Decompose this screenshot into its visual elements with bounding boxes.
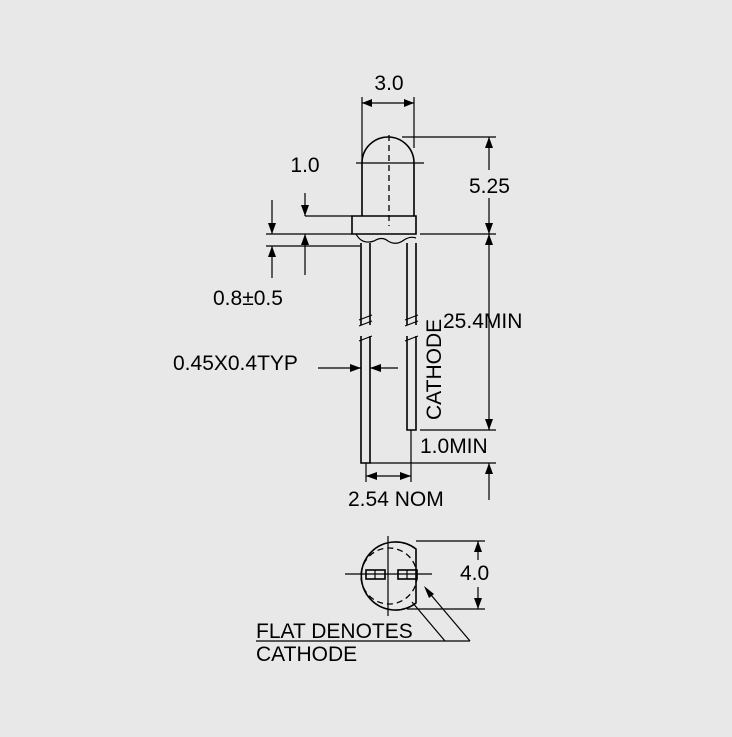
dim-flange-thickness — [301, 193, 352, 275]
cathode-lead-label: CATHODE — [423, 319, 446, 420]
body-hidden-outline — [360, 547, 418, 605]
dim-label-lead-length: 25.4MIN — [443, 310, 522, 333]
dim-cathode-extension — [370, 422, 496, 500]
led-dome-outline — [361, 136, 415, 216]
dim-body-width — [361, 97, 415, 163]
dim-label-dome-height: 5.25 — [469, 175, 510, 198]
dim-label-lead-stub: 0.8±0.5 — [213, 287, 283, 310]
dim-label-lead-section: 0.45X0.4TYP — [173, 352, 298, 375]
dim-label-body-width: 3.0 — [374, 72, 403, 95]
dim-lead-spacing — [365, 430, 412, 482]
flange-outline-with-flat — [360, 541, 417, 611]
dim-flange-diameter — [407, 540, 485, 610]
led-flange-outline — [351, 215, 417, 235]
led-bottom-view: 4.0 FLAT DENOTES CATHODE — [256, 536, 489, 666]
anode-lead — [358, 243, 373, 464]
flat-note-line1: FLAT DENOTES — [256, 620, 413, 643]
dim-label-lead-spacing: 2.54 NOM — [348, 488, 444, 511]
dim-lead-stub — [266, 200, 360, 278]
flat-note-line2: CATHODE — [256, 643, 357, 666]
dim-label-cathode-extension: 1.0MIN — [420, 435, 488, 458]
dim-dome-height — [402, 136, 496, 235]
led-side-view: 3.0 1.0 0.8±0.5 5.25 — [173, 72, 522, 511]
dim-lead-section — [318, 364, 398, 372]
dim-label-flange-thickness: 1.0 — [290, 154, 319, 177]
cathode-lead — [404, 243, 419, 431]
flat-note-leader — [256, 586, 471, 642]
dim-label-flange-diameter: 4.0 — [460, 562, 489, 585]
